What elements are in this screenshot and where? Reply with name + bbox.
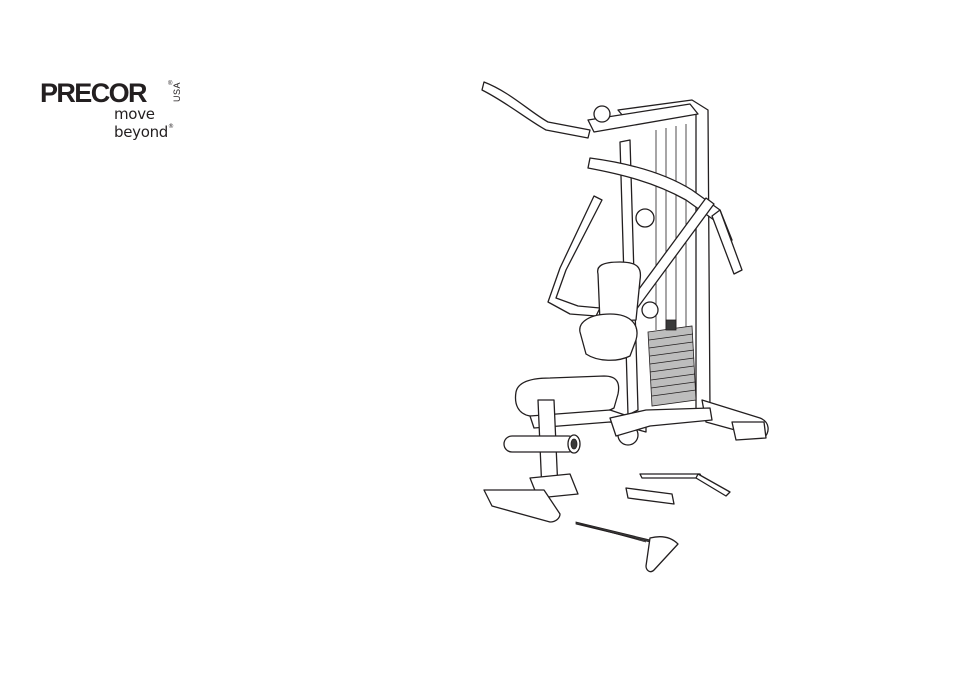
weight-stack [648,320,696,406]
seat-pad [580,314,637,360]
logo-tagline-mark: ® [168,123,174,130]
pulley-top [594,106,610,122]
logo-tagline: move beyond® [114,105,210,141]
logo-tagline-text: move beyond [114,105,168,141]
guide-rods [656,124,686,336]
home-gym-drawing [470,70,790,590]
leg-roller-upper-cap [571,439,577,449]
home-gym-illustration [470,70,790,590]
straight-bar-handle [646,537,678,572]
accessory-bar-handle [696,474,730,496]
tricep-rope [576,522,650,542]
front-base [610,408,712,436]
logo-region: USA [172,82,182,102]
right-handle [712,210,742,274]
cable-rope-end [580,524,646,542]
accessory-bar [640,474,702,478]
pulley-low [642,302,658,318]
leg-roller-upper [504,436,576,452]
back-pad [598,262,641,322]
logo-brand: PRECOR [40,78,146,108]
pulley-mid [636,209,654,227]
left-press-arm [548,196,602,316]
precor-logo: PRECOR ® USA move beyond® [40,78,210,130]
ankle-strap [626,488,674,504]
rear-foot-plate [732,422,766,440]
lat-pulldown-bar [482,82,590,138]
